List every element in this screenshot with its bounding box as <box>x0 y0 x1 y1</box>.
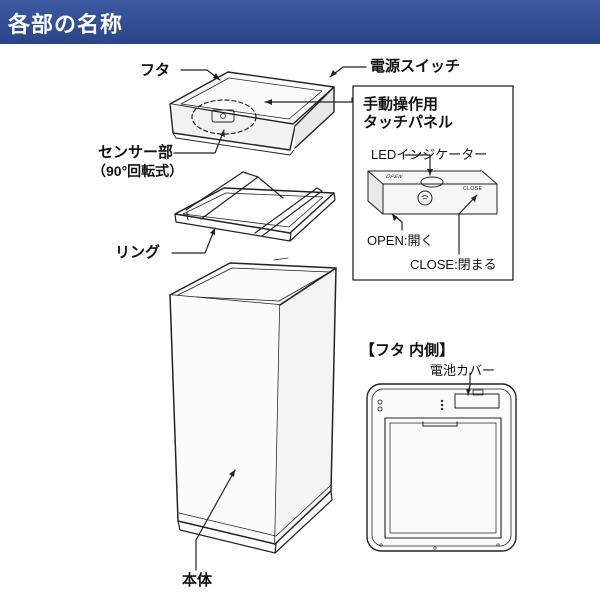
lid-inside-illustration <box>366 383 517 552</box>
label-lid: フタ <box>140 62 171 79</box>
lid-illustration <box>169 71 335 156</box>
main-body-illustration <box>169 257 337 554</box>
label-power-switch: 電源スイッチ <box>370 58 461 75</box>
section-title: 各部の名称 <box>8 12 124 37</box>
label-main-body: 本体 <box>182 572 213 589</box>
label-lid-inside: 【フタ 内側】 <box>360 342 455 359</box>
label-ring: リング <box>115 244 161 261</box>
label-sensor: センサー部 <box>98 144 174 161</box>
label-battery-cover: 電池カバー <box>430 363 496 378</box>
panel-close-mark: CLOSE <box>463 186 483 192</box>
leader-lines <box>171 66 478 571</box>
leader-arrowheads <box>210 70 477 477</box>
label-close: CLOSE:閉まる <box>410 257 497 272</box>
label-manual-panel-line1: 手動操作用 <box>363 96 439 113</box>
label-led-indicator: LEDインジケーター <box>371 147 488 162</box>
label-open: OPEN:開く <box>367 233 434 248</box>
ring-illustration <box>174 171 336 242</box>
label-manual-panel-line2: タッチパネル <box>363 114 454 131</box>
section-header: 各部の名称 <box>0 0 600 44</box>
panel-open-mark: OPEN <box>384 174 404 180</box>
label-sensor-note: （90°回転式） <box>92 163 184 179</box>
touch-panel-detail-box <box>352 85 514 281</box>
